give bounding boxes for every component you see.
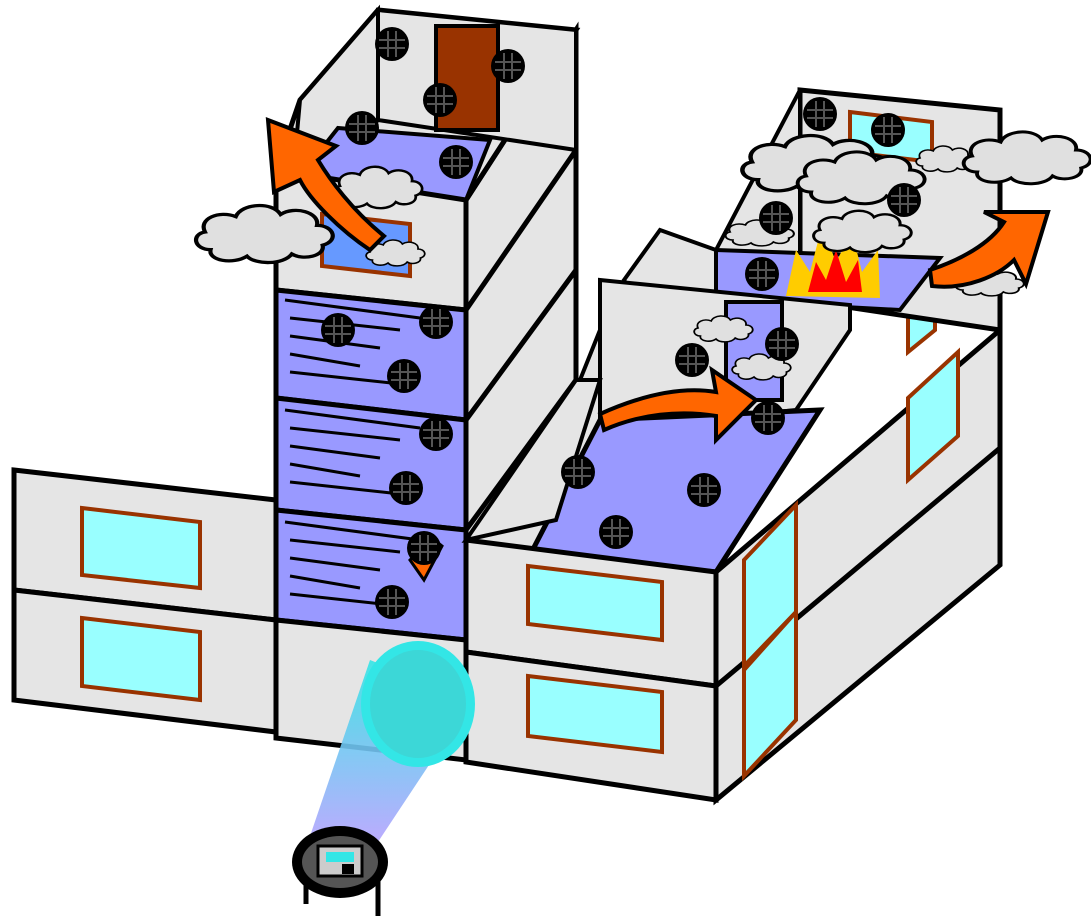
person-dot-icon xyxy=(439,145,473,179)
person-dot-icon xyxy=(389,471,423,505)
person-dot-icon xyxy=(765,327,799,361)
smoke-cloud-icon xyxy=(196,206,333,263)
person-dot-icon xyxy=(803,97,837,131)
person-dot-icon xyxy=(419,305,453,339)
person-dot-icon xyxy=(599,515,633,549)
person-dot-icon xyxy=(423,83,457,117)
person-dot-icon xyxy=(491,49,525,83)
person-dot-icon xyxy=(751,401,785,435)
person-dot-icon xyxy=(407,531,441,565)
smoke-cloud-icon xyxy=(964,132,1091,184)
person-dot-icon xyxy=(345,111,379,145)
smoke-cloud-icon xyxy=(694,316,753,342)
left-annex xyxy=(14,470,276,732)
window xyxy=(82,508,200,588)
person-dot-icon xyxy=(687,473,721,507)
person-dot-icon xyxy=(675,343,709,377)
window xyxy=(82,618,200,700)
person-dot-icon xyxy=(759,201,793,235)
person-dot-icon xyxy=(419,417,453,451)
person-dot-icon xyxy=(375,27,409,61)
person-dot-icon xyxy=(387,359,421,393)
person-dot-icon xyxy=(871,113,905,147)
person-dot-icon xyxy=(745,257,779,291)
person-dot-icon xyxy=(321,313,355,347)
smoke-cloud-icon xyxy=(814,211,912,252)
person-dot-icon xyxy=(375,585,409,619)
person-dot-icon xyxy=(561,455,595,489)
person-dot-icon xyxy=(887,183,921,217)
